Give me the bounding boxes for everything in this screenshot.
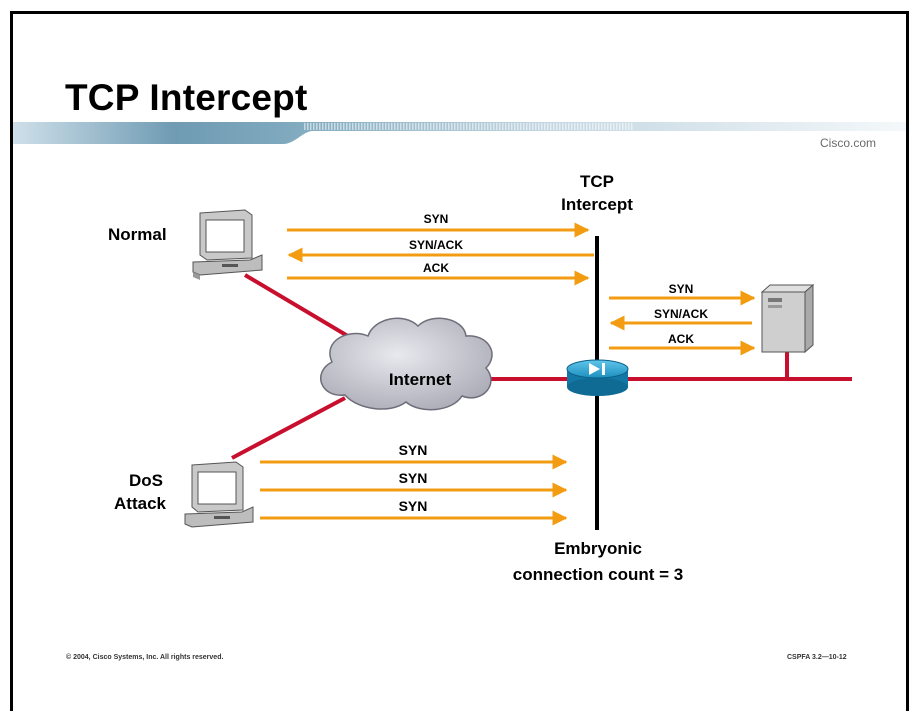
server-syn-label: SYN (669, 282, 694, 296)
cisco-brand: Cisco.com (820, 136, 877, 150)
server-icon (760, 283, 815, 354)
link-dos-internet (231, 396, 346, 460)
attack-syn-label-3: SYN (399, 498, 428, 514)
attack-syn-label-1: SYN (399, 442, 428, 458)
embryonic-label-line1: Embryonic (554, 539, 642, 558)
attack-syn-label-2: SYN (399, 470, 428, 486)
normal-pc-icon (192, 209, 263, 280)
dos-host-label-line2: Attack (114, 494, 167, 513)
dos-host-label-line1: DoS (129, 471, 163, 490)
slide-frame (10, 11, 909, 711)
dos-pc-icon (184, 461, 254, 528)
tcp-intercept-diagram: Internet Normal DoS Attack (108, 172, 852, 584)
title-banner (13, 122, 906, 144)
embryonic-label-line2: connection count = 3 (513, 565, 684, 584)
normal-host-label: Normal (108, 225, 167, 244)
normal-ack-label: ACK (423, 261, 449, 275)
server-synack-label: SYN/ACK (654, 307, 708, 321)
page-title: TCP Intercept (65, 77, 308, 118)
internet-label: Internet (389, 370, 452, 389)
server-ack-label: ACK (668, 332, 694, 346)
intercept-label-line1: TCP (580, 172, 614, 191)
router-icon (566, 359, 629, 396)
normal-syn-label: SYN (424, 212, 449, 226)
internet-cloud: Internet (320, 317, 493, 411)
intercept-label-line2: Intercept (561, 195, 633, 214)
normal-synack-label: SYN/ACK (409, 238, 463, 252)
copyright-footer: © 2004, Cisco Systems, Inc. All rights r… (66, 654, 224, 661)
slide: TCP Intercept Cisco.com (10, 11, 909, 711)
course-code-footer: CSPFA 3.2—10-12 (787, 654, 847, 661)
